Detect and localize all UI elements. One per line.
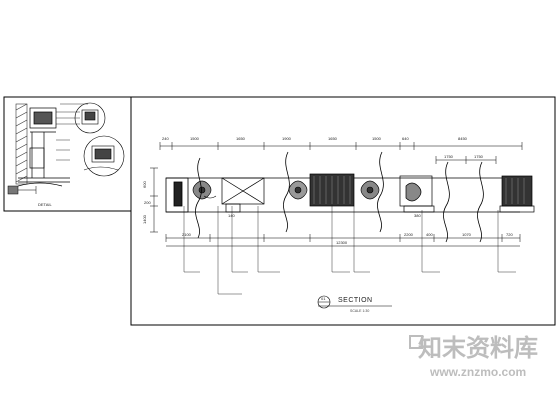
dark-cabinet-right (499, 175, 535, 213)
left-dim-2: 200 (144, 200, 151, 205)
detail-callout-bottom (83, 135, 125, 177)
top-dim-2a: 1750 (444, 154, 454, 159)
watermark-logo-icon (409, 335, 423, 349)
detail-base (7, 185, 37, 195)
top-dim-3: 1650 (236, 136, 246, 141)
bottom-dim-2: 2200 (404, 232, 414, 237)
break-lines (195, 151, 484, 243)
top-dim-2b: 1750 (474, 154, 484, 159)
top-dim-1: 240 (162, 136, 169, 141)
carved-ornament-3 (360, 180, 380, 200)
bottom-dim-1: 2100 (182, 232, 192, 237)
carved-ornament-1 (192, 180, 217, 200)
section-title-block: 01 SECTION SCALE 1:30 (317, 295, 392, 313)
top-dim-6: 1500 (372, 136, 382, 141)
top-dim-7: 640 (402, 136, 409, 141)
bottom-dim-4: 1070 (462, 232, 472, 237)
top-dim-8: 8450 (458, 136, 468, 141)
carved-ornament-2 (288, 180, 308, 200)
detail-callout-top (74, 102, 106, 134)
section-scale: SCALE 1:30 (350, 309, 369, 313)
cabinet-right (399, 175, 435, 213)
inner-dim-1: 140 (228, 213, 235, 218)
top-dimension-line (159, 142, 523, 164)
section-title: SECTION (338, 297, 373, 304)
leader-lines (183, 206, 516, 295)
dark-cabinet (309, 173, 355, 207)
cabinet-profile (17, 107, 70, 187)
left-dim-1: 600 (142, 181, 147, 188)
section-marker: 01 (321, 296, 326, 301)
watermark: 知末资料库 www.znzmo.com (409, 334, 538, 379)
bottom-dim-3: 400 (426, 232, 433, 237)
cabinet-cross (221, 177, 265, 213)
top-dim-4: 1900 (282, 136, 292, 141)
left-dim-3: 1400 (142, 214, 147, 224)
watermark-logo-text: 知末资料库 (418, 334, 538, 362)
overall-length: 12300 (336, 240, 348, 245)
inner-dim-2: 380 (414, 213, 421, 218)
section-panel: 240 1500 1650 1900 1650 1500 640 8450 17… (130, 96, 556, 326)
bottom-dim-5: 720 (506, 232, 513, 237)
bottom-dimension-line (165, 234, 521, 247)
left-dimension-line (150, 167, 158, 233)
top-dim-2: 1500 (190, 136, 200, 141)
top-dim-5: 1650 (328, 136, 338, 141)
detail-panel: DETAIL (3, 96, 132, 212)
watermark-url: www.znzmo.com (429, 365, 526, 379)
wall-hatch (15, 103, 28, 185)
detail-label: DETAIL (38, 202, 52, 207)
